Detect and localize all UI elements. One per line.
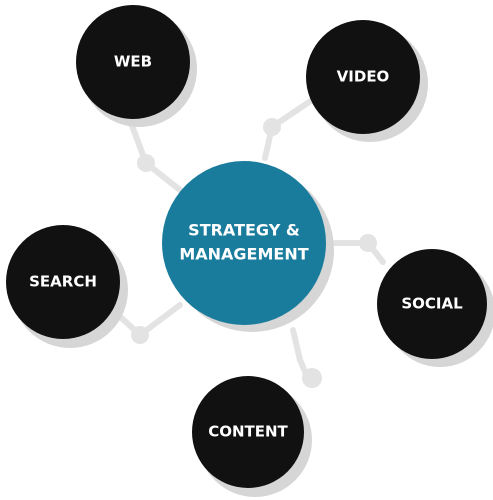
node-content-circle <box>192 376 304 488</box>
node-web-circle <box>76 5 190 119</box>
node-web-label: WEB <box>114 53 152 71</box>
connector-knobs <box>131 118 377 388</box>
hub-label-line2: MANAGEMENT <box>179 245 308 264</box>
knob-web <box>137 154 155 172</box>
hub-circle <box>162 161 326 325</box>
hub-label-line1: STRATEGY & <box>188 221 300 240</box>
node-social-circle <box>377 249 487 359</box>
node-search-circle <box>6 225 120 339</box>
node-content-label: CONTENT <box>208 423 288 441</box>
knob-content <box>302 368 322 388</box>
knob-social <box>359 234 377 252</box>
node-social-label: SOCIAL <box>401 295 463 313</box>
node-video-circle <box>306 20 420 134</box>
node-video-label: VIDEO <box>337 68 390 86</box>
knob-video <box>263 118 281 136</box>
node-search-label: SEARCH <box>29 273 97 291</box>
knob-search <box>131 326 149 344</box>
